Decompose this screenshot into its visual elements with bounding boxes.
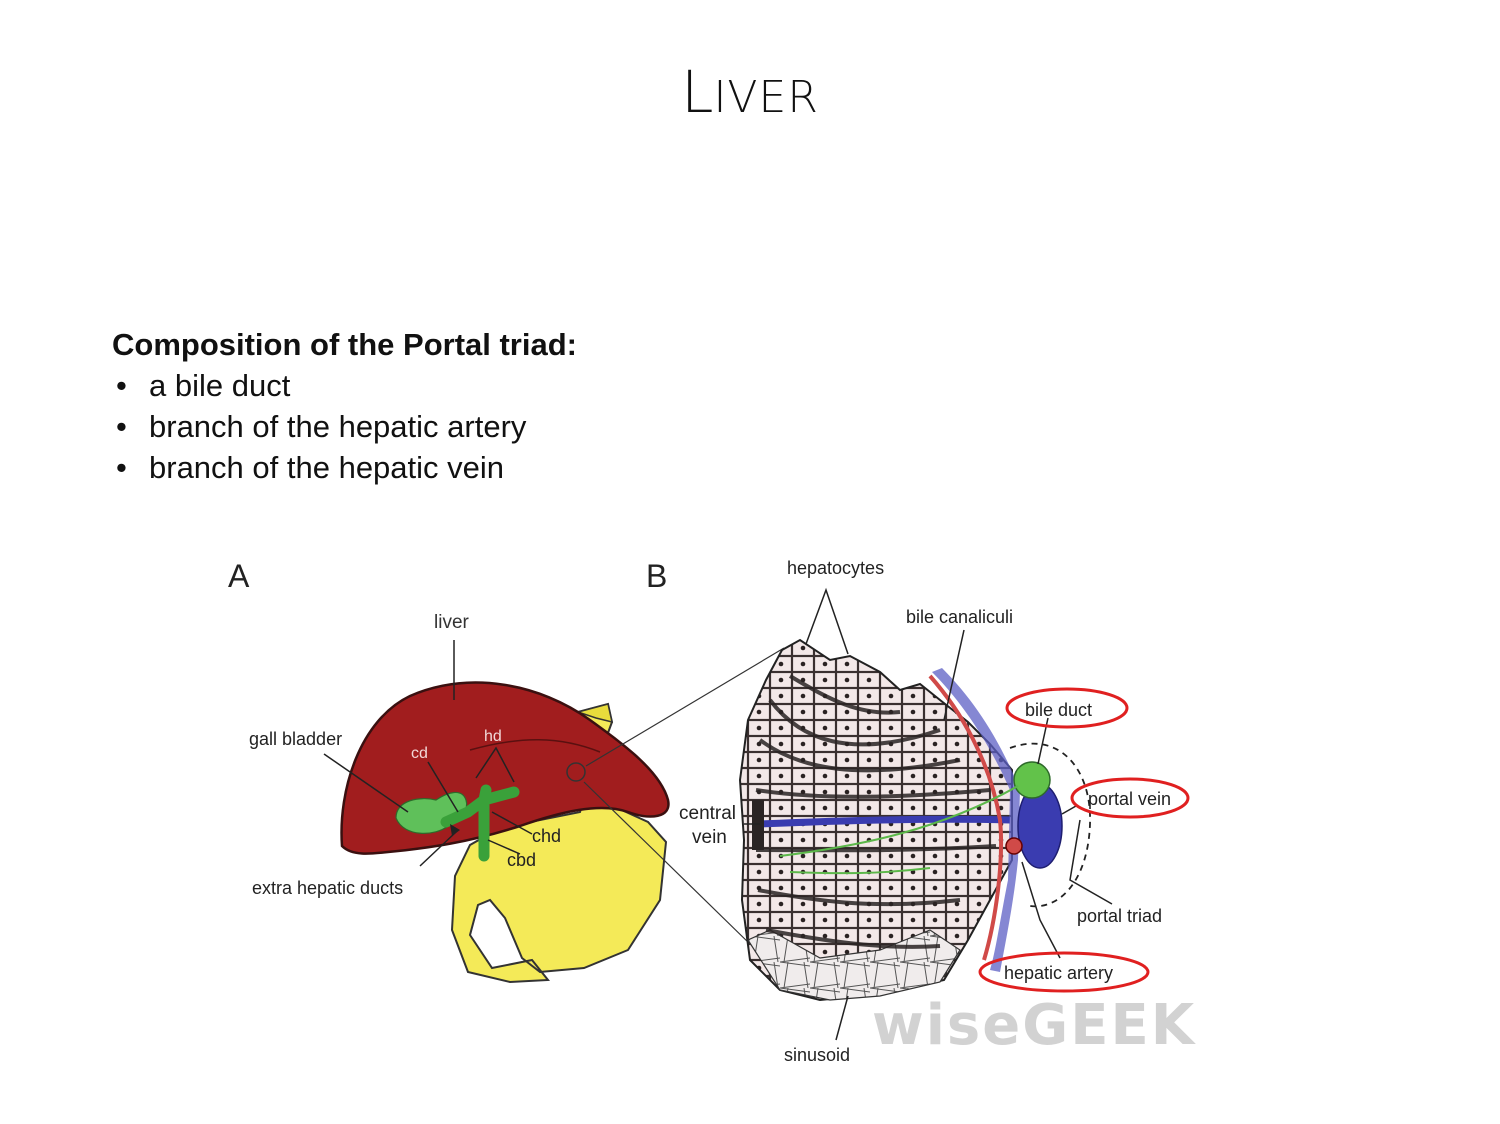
label-hepatic-artery: hepatic artery — [1004, 963, 1113, 983]
list-item-text: a bile duct — [149, 368, 291, 403]
label-cd: cd — [411, 745, 428, 762]
label-portal-vein: portal vein — [1088, 789, 1171, 809]
zoom-origin-circle — [566, 762, 586, 782]
highlight-circles — [978, 687, 1190, 993]
bullet-icon: • — [116, 368, 127, 403]
label-central-vein-line1: central — [679, 803, 736, 824]
slide-title-initial: L — [681, 58, 714, 126]
highlight-hepatic-artery — [978, 951, 1150, 993]
slide-title-rest: IVER — [713, 72, 819, 123]
portal-vein-branch — [759, 815, 1011, 828]
portal-triad-text: Composition of the Portal triad: • a bile… — [112, 324, 577, 488]
bile-canaliculus-line — [789, 867, 931, 875]
portal-triad-heading: Composition of the Portal triad: — [112, 327, 577, 362]
bile-ducts-shape — [440, 784, 520, 862]
label-sinusoid: sinusoid — [784, 1045, 850, 1065]
highlight-portal-vein — [1070, 777, 1190, 819]
label-bile-canaliculi: bile canaliculi — [906, 607, 1013, 627]
label-extra-hepatic-ducts: extra hepatic ducts — [252, 878, 403, 898]
bile-duct-section — [1013, 761, 1051, 799]
label-portal-triad: portal triad — [1077, 906, 1162, 926]
highlight-bile-duct — [1005, 687, 1129, 729]
gross-liver-illustration — [323, 640, 670, 984]
hepatic-artery-section — [1005, 837, 1023, 855]
bullet-icon: • — [116, 450, 127, 485]
duodenum-fold — [575, 703, 613, 724]
portal-triad-list: • a bile duct • branch of the hepatic arte… — [112, 365, 577, 488]
list-item-text: branch of the hepatic vein — [149, 450, 505, 485]
lobule-illustration — [738, 638, 1091, 1002]
central-vein-shape — [752, 800, 764, 850]
watermark-logo: wiseGEEK — [872, 993, 1197, 1058]
label-liver: liver — [434, 612, 470, 633]
bullet-icon: • — [116, 409, 127, 444]
list-item: • a bile duct — [112, 365, 577, 406]
label-cbd: cbd — [507, 850, 536, 870]
label-gall-bladder: gall bladder — [249, 729, 342, 749]
label-hepatocytes: hepatocytes — [787, 558, 884, 578]
label-hd: hd — [484, 728, 502, 745]
leader-lines-a — [323, 640, 533, 867]
zoom-lines — [583, 647, 785, 947]
arrow-head-icon — [450, 824, 460, 836]
list-item-text: branch of the hepatic artery — [149, 409, 527, 444]
label-central-vein-line2: vein — [692, 827, 727, 848]
liver-lobe-line — [469, 739, 601, 753]
hepatic-artery-vessel — [928, 674, 1004, 961]
panel-label-a: A — [228, 558, 250, 594]
list-item: • branch of the hepatic artery — [112, 406, 577, 447]
slide-title: LIVER — [0, 58, 1500, 126]
portal-vein-vessel — [932, 668, 1020, 972]
list-item: • branch of the hepatic vein — [112, 447, 577, 488]
panel-label-b: B — [646, 558, 667, 594]
leader-lines-b — [744, 587, 1113, 1041]
label-bile-duct: bile duct — [1025, 700, 1092, 720]
label-chd: chd — [532, 826, 561, 846]
bile-canaliculus-line — [779, 785, 1019, 857]
portal-triad-boundary — [1009, 742, 1091, 908]
sinusoid-gaps — [755, 674, 997, 949]
